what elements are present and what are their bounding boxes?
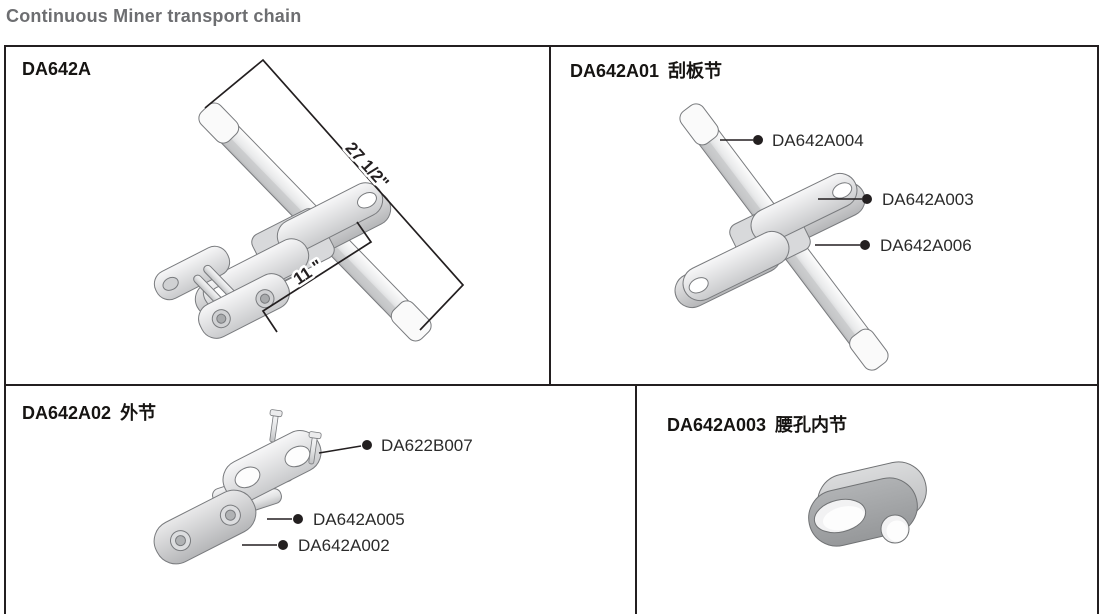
dimension-lines — [204, 58, 465, 333]
panel-da642a003-header: DA642A003 腰孔内节 — [667, 411, 847, 437]
catalog-grid: DA642A — [4, 45, 1099, 614]
panel-da642a: DA642A — [6, 47, 551, 386]
round-hole — [880, 514, 910, 544]
leader-dots — [278, 440, 372, 550]
callout-da642a004: DA642A004 — [772, 131, 864, 150]
part-code: DA642A01 — [570, 61, 660, 81]
top-link-plate — [222, 430, 322, 502]
part-name-cjk: 刮板节 — [668, 61, 723, 81]
da642a02-exploded-drawing: DA622B007 DA642A005 DA642A002 — [153, 409, 473, 565]
da642a01-exploded-drawing: DA642A004 DA642A003 DA642A006 — [674, 103, 974, 371]
da642a-assembly-drawing: 27 1/2" 11 " — [153, 58, 465, 342]
inner-link-plate — [808, 461, 927, 547]
part-name-cjk: 外节 — [120, 403, 157, 423]
bottom-link-plate — [153, 489, 257, 565]
callout-da642a006: DA642A006 — [880, 236, 972, 255]
panel-da642a02-header: DA642A02 外节 — [22, 399, 156, 425]
cotter-pins — [269, 409, 322, 465]
link-cluster — [153, 182, 392, 339]
panel-da642a003: DA642A003 腰孔内节 — [637, 386, 1097, 614]
panel-da642a01-header: DA642A01 刮板节 — [570, 57, 722, 83]
attached-outer-link — [153, 245, 290, 339]
waist-hole — [813, 498, 867, 534]
callout-da642a003: DA642A003 — [882, 190, 974, 209]
callout-da642a002: DA642A002 — [298, 536, 390, 555]
page-title: Continuous Miner transport chain — [6, 6, 302, 26]
panel-da642a01: DA642A01 刮板节 — [551, 47, 1097, 386]
leader-lines — [720, 139, 862, 246]
leader-lines — [242, 445, 362, 546]
part-name-cjk: 腰孔内节 — [775, 415, 848, 435]
part-code: DA642A003 — [667, 415, 767, 435]
da642a003-part-drawing — [808, 461, 927, 547]
part-code: DA642A02 — [22, 403, 112, 423]
callout-da642a005: DA642A005 — [313, 510, 405, 529]
part-code: DA642A — [22, 59, 92, 79]
panel-da642a-header: DA642A — [22, 59, 91, 80]
callout-da622b007: DA622B007 — [381, 436, 473, 455]
panel-da642a02: DA642A02 外节 — [6, 386, 637, 614]
leader-dots — [753, 135, 872, 250]
